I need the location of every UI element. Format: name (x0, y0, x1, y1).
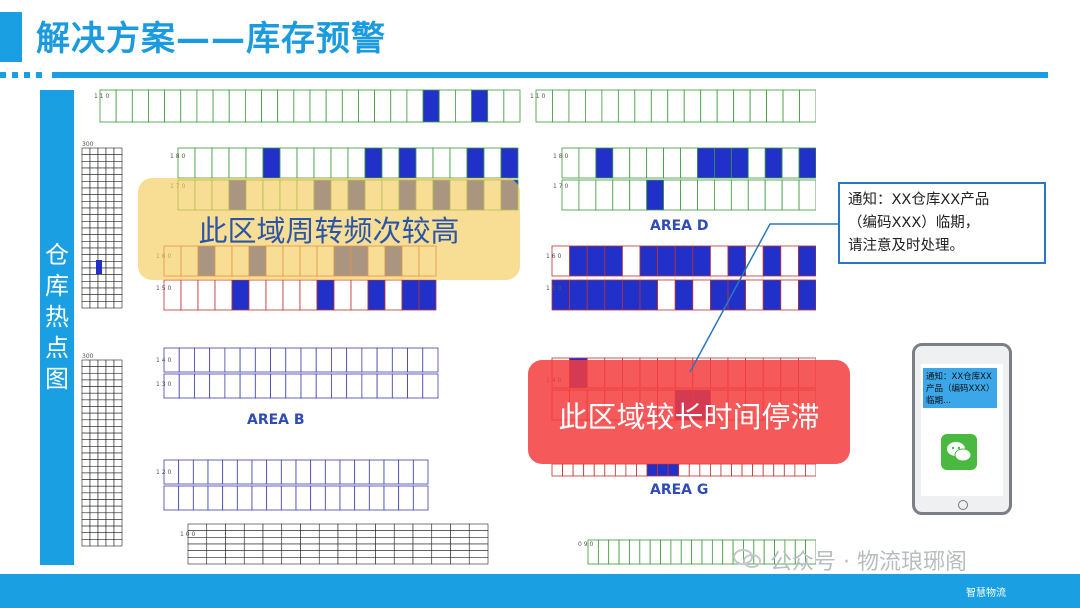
notice-line: 请注意及时处理。 (848, 238, 964, 254)
rack-number: 1 2 0 (156, 469, 171, 476)
shelf-block (81, 359, 123, 547)
sidebar-bar (40, 90, 74, 565)
shelf-block (187, 523, 489, 565)
rack-row (561, 179, 816, 211)
sidebar-label: 仓库热点图 (45, 241, 69, 393)
rack-row (551, 463, 816, 477)
high-turnover-label: 此区域周转频次较高 (198, 214, 460, 248)
rack-number: 1 0 0 (180, 531, 195, 538)
home-button (958, 500, 968, 510)
rack-number: 1 6 0 (546, 253, 561, 260)
rack-number: 1 8 0 (170, 153, 185, 160)
notice-line: 通知：XX仓库XX产品 (848, 192, 990, 208)
rack-number: 1 7 0 (553, 183, 568, 190)
rack-number: 1 1 0 (94, 93, 109, 100)
rack-row (177, 147, 519, 179)
rack-row (163, 459, 429, 485)
rack-row (163, 347, 439, 373)
rack-row (163, 485, 429, 511)
title-accent-bar (0, 12, 22, 62)
stagnant-zone (528, 360, 850, 464)
area-d-label: AREA D (650, 218, 709, 234)
rack-number: 1 5 0 (156, 285, 171, 292)
title-divider (0, 72, 1048, 78)
rack-row (163, 279, 437, 311)
footer-note: 智慧物流 (966, 588, 1006, 599)
rack-number: 1 4 0 (156, 357, 171, 364)
rack-row (551, 245, 816, 277)
rack-number: 300 (82, 353, 94, 360)
rack-row (99, 89, 521, 123)
occupied-slot (96, 260, 102, 274)
notice-line: （编码XXX）临期， (848, 215, 980, 231)
watermark-text: 公众号 · 物流琅琊阁 (728, 544, 967, 576)
rack-number: 1 3 0 (156, 381, 171, 388)
wechat-watermark-icon (733, 549, 761, 568)
area-g-label: AREA G (650, 482, 708, 498)
stagnant-label: 此区域较长时间停滞 (558, 400, 820, 434)
rack-row (561, 147, 816, 179)
high-turnover-zone (138, 178, 520, 280)
rack-number: 1 5 0 (546, 285, 561, 292)
footer-bar (0, 574, 1080, 608)
wechat-icon (941, 434, 977, 470)
shelf-block (81, 147, 123, 309)
rack-number: 0 9 0 (578, 541, 593, 548)
callout-line (689, 223, 848, 373)
phone-mockup: 通知：XX仓库XX产品（编码XXX）临期... (912, 343, 1012, 515)
rack-number: 1 8 0 (553, 153, 568, 160)
rack-row (551, 279, 816, 311)
watermark-label: 公众号 · 物流琅琊阁 (770, 550, 967, 575)
rack-number: 300 (82, 141, 94, 148)
phone-notification: 通知：XX仓库XX产品（编码XXX）临期... (923, 368, 997, 408)
rack-number: 1 1 0 (530, 93, 545, 100)
expiry-notice-box: 通知：XX仓库XX产品 （编码XXX）临期， 请注意及时处理。 (838, 182, 1046, 264)
rack-row (163, 373, 439, 399)
area-b-label: AREA B (247, 412, 305, 428)
rack-row (535, 89, 816, 123)
page-title: 解决方案——库存预警 (36, 19, 386, 59)
